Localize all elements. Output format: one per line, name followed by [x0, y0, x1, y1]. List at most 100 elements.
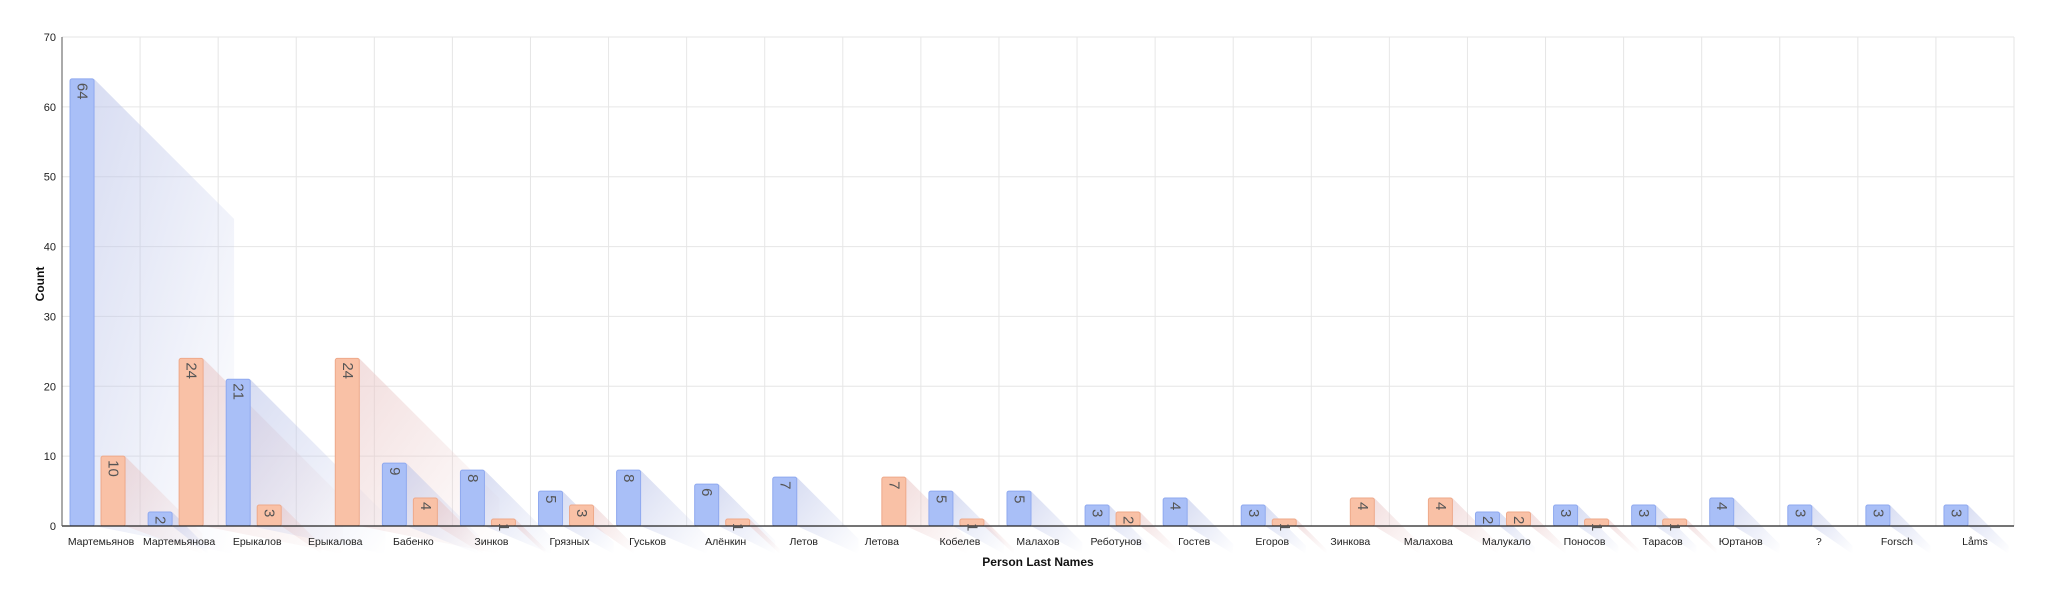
bar-value-label: 4 [1432, 502, 1449, 510]
x-tick-label: Малукало [1482, 536, 1531, 548]
x-tick-label: Гостев [1178, 536, 1211, 548]
bar-shadow [1265, 505, 1306, 554]
y-tick-label: 0 [50, 521, 56, 533]
y-tick-label: 60 [44, 102, 56, 114]
bar-shadow [640, 470, 708, 554]
x-tick-label: Тарасов [1643, 536, 1684, 548]
bar-shadow [1577, 505, 1619, 554]
bar-value-label: 3 [573, 509, 590, 517]
x-tick-label: Алёнкин [705, 536, 746, 548]
bars [69, 78, 1969, 527]
bar-value-label: 24 [183, 362, 200, 379]
y-tick-label: 30 [44, 311, 56, 323]
bar-value-label: 4 [1713, 502, 1730, 510]
x-tick-label: Зинкова [1330, 536, 1370, 548]
x-tick-label: Ерыкалов [233, 536, 282, 548]
x-tick-label: Поносов [1564, 536, 1606, 548]
bar-value-label: 5 [1011, 495, 1028, 503]
bar-series-2[interactable] [334, 357, 360, 527]
y-tick-label: 50 [44, 172, 56, 184]
bar-shadow [593, 505, 635, 554]
bar-shadow [749, 519, 780, 554]
x-tick-label: Грязных [550, 536, 591, 548]
bar-value-label: 2 [1510, 516, 1527, 524]
bar-series-1[interactable] [225, 378, 251, 527]
bar-value-label: 1 [495, 523, 512, 531]
bar-value-label: 6 [698, 488, 715, 496]
bar-value-label: 24 [339, 362, 356, 379]
bar-value-label: 3 [1245, 509, 1262, 517]
bar-shadow [1608, 519, 1639, 554]
bar-value-label: 5 [542, 495, 559, 503]
y-axis-title: Count [33, 267, 47, 302]
bar-shadow [1967, 505, 2009, 554]
bar-value-label: 3 [1635, 509, 1652, 517]
bar-value-label: 5 [932, 495, 949, 503]
grid [61, 36, 2015, 527]
bar-shadow [1686, 519, 1717, 554]
bar-shadow [1296, 519, 1327, 554]
bar-value-label: 3 [1791, 509, 1808, 517]
bar-shadow [796, 477, 859, 554]
bar-value-label: 3 [261, 509, 278, 517]
bar-value-label: 1 [963, 523, 980, 531]
bar-value-label: 3 [1947, 509, 1964, 517]
x-tick-label: Летов [790, 536, 819, 548]
bar-value-label: 4 [1167, 502, 1184, 510]
bar-value-label: 1 [729, 523, 746, 531]
x-tick-label: Ерыкалова [308, 536, 363, 548]
bar-shadow [1889, 505, 1931, 554]
x-tick-label: Зинков [474, 536, 509, 548]
bar-value-label: 8 [620, 474, 637, 482]
y-tick-label: 70 [44, 32, 56, 44]
bar-value-label: 3 [1557, 509, 1574, 517]
bar-value-label: 7 [885, 481, 902, 489]
bar-value-label: 21 [230, 383, 247, 400]
bar-shadow [983, 519, 1015, 554]
bar-value-label: 4 [417, 502, 434, 510]
x-tick-label: Реботунов [1090, 536, 1142, 548]
x-tick-label: Егоров [1255, 536, 1289, 548]
bar-value-label: 3 [1869, 509, 1886, 517]
x-tick-label: Гуськов [629, 536, 666, 548]
bar-shadow [515, 519, 546, 554]
bar-value-label: 7 [776, 481, 793, 489]
y-tick-label: 20 [44, 381, 56, 393]
bar-value-label: 4 [1354, 502, 1371, 510]
x-tick-label: Юртанов [1719, 536, 1763, 548]
bar-series-1[interactable] [69, 78, 95, 527]
x-tick-label: Кобелев [939, 536, 980, 548]
bar-shadow [1530, 512, 1566, 554]
x-axis-title: Person Last Names [982, 555, 1094, 569]
x-tick-label: Летова [865, 536, 899, 548]
bar-value-label: 10 [105, 460, 122, 477]
bar-value-label: 2 [152, 516, 169, 524]
bar-shadow [1140, 512, 1176, 554]
x-tick-label: Малахова [1404, 536, 1453, 548]
bar-value-label: 2 [1479, 516, 1496, 524]
x-tick-label: Малахов [1016, 536, 1060, 548]
x-tick-label: Мартемьянов [68, 536, 135, 548]
x-tick-label: Бабенко [393, 536, 434, 548]
x-tick-label: Мартемьянова [143, 536, 215, 548]
bar-series-2[interactable] [178, 357, 204, 527]
x-tick-label: Låms [1962, 536, 1988, 548]
bar-shadow [1655, 505, 1697, 554]
y-tick-label: 10 [44, 451, 56, 463]
bar-value-label: 9 [386, 467, 403, 475]
x-tick-label: Forsch [1881, 536, 1913, 548]
bar-value-label: 3 [1089, 509, 1106, 517]
bar-value-label: 8 [464, 474, 481, 482]
bar-shadow [1811, 505, 1853, 554]
bar-value-label: 1 [1666, 523, 1683, 531]
x-tick-label: ? [1816, 536, 1822, 548]
bar-value-label: 2 [1120, 516, 1137, 524]
y-tick-label: 40 [44, 242, 56, 254]
bar-shadow [484, 470, 552, 554]
bar-value-label: 1 [1276, 523, 1293, 531]
bar-value-label: 1 [1588, 523, 1605, 531]
